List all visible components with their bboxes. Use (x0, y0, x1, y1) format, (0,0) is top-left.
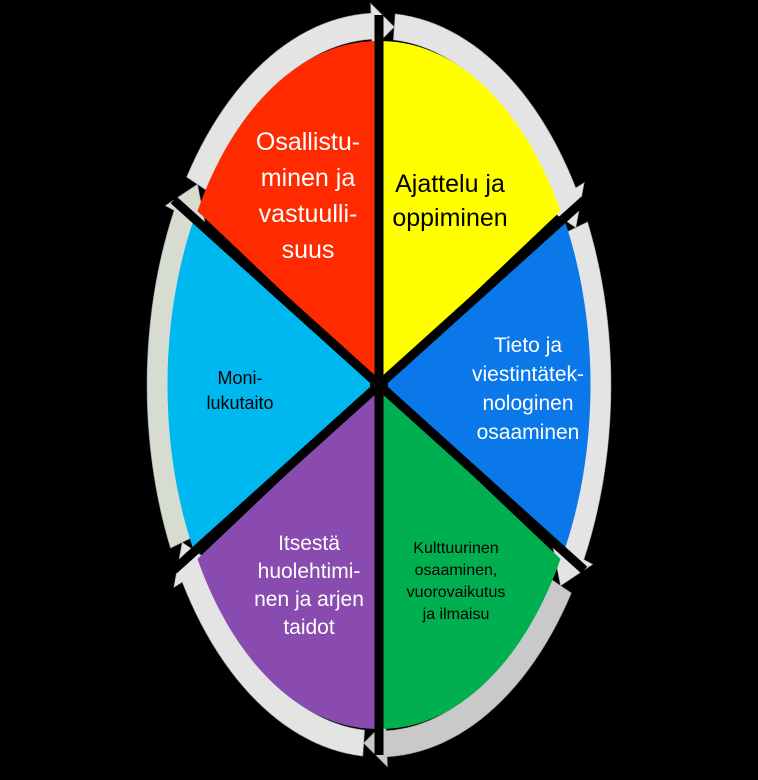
label-line: Moni- (217, 368, 262, 388)
labels-group: Osallistu-minen ja vastuulli-suus Ajattelu… (206, 128, 584, 639)
label-line: Ajattelu ja (395, 170, 505, 198)
segment-divider (375, 196, 588, 389)
segment-ict (383, 215, 591, 555)
circular-arrow-ring (146, 2, 612, 768)
label-line: Tieto ja (494, 334, 562, 357)
label-ict: Tieto ja viestintätek-nologinen osaaminen (472, 334, 584, 444)
label-line: viestintätek- (472, 363, 584, 386)
label-line: minen ja (261, 164, 356, 192)
label-line: vuorovaikutus (407, 584, 506, 601)
segments-group (167, 15, 591, 755)
segment-participation (197, 41, 377, 382)
label-line: osaaminen (477, 421, 580, 444)
label-participation: Osallistu-minen ja vastuulli-suus (256, 128, 360, 264)
segment-divider (170, 196, 383, 389)
segment-selfcare (197, 388, 377, 729)
segment-thinking (381, 41, 561, 382)
label-line: vastuulli- (259, 200, 358, 228)
label-line: nen ja arjen (254, 588, 364, 611)
center-hub (370, 376, 388, 394)
label-line: nologinen (482, 392, 573, 415)
label-line: Osallistu- (256, 128, 360, 156)
segment-divider (375, 381, 588, 574)
label-selfcare: Itsestä huolehtimi-nen ja arjen taidot (254, 532, 364, 639)
label-line: suus (282, 236, 335, 264)
label-multiliteracy: Moni-lukutaito (206, 368, 273, 413)
segment-divider (170, 381, 383, 574)
label-culture: Kulttuurinen osaaminen, vuorovaikutus ja il… (407, 540, 506, 623)
label-thinking: Ajattelu ja oppiminen (392, 170, 507, 232)
label-line: oppiminen (392, 204, 507, 232)
label-line: huolehtimi- (258, 560, 361, 583)
label-line: lukutaito (206, 393, 273, 413)
label-line: ja ilmaisu (422, 606, 490, 623)
label-line: osaaminen, (415, 562, 498, 579)
segment-multiliteracy (167, 215, 375, 555)
label-line: taidot (283, 616, 335, 639)
segment-culture (381, 388, 561, 729)
label-line: Itsestä (278, 532, 340, 555)
label-line: Kulttuurinen (413, 540, 498, 557)
